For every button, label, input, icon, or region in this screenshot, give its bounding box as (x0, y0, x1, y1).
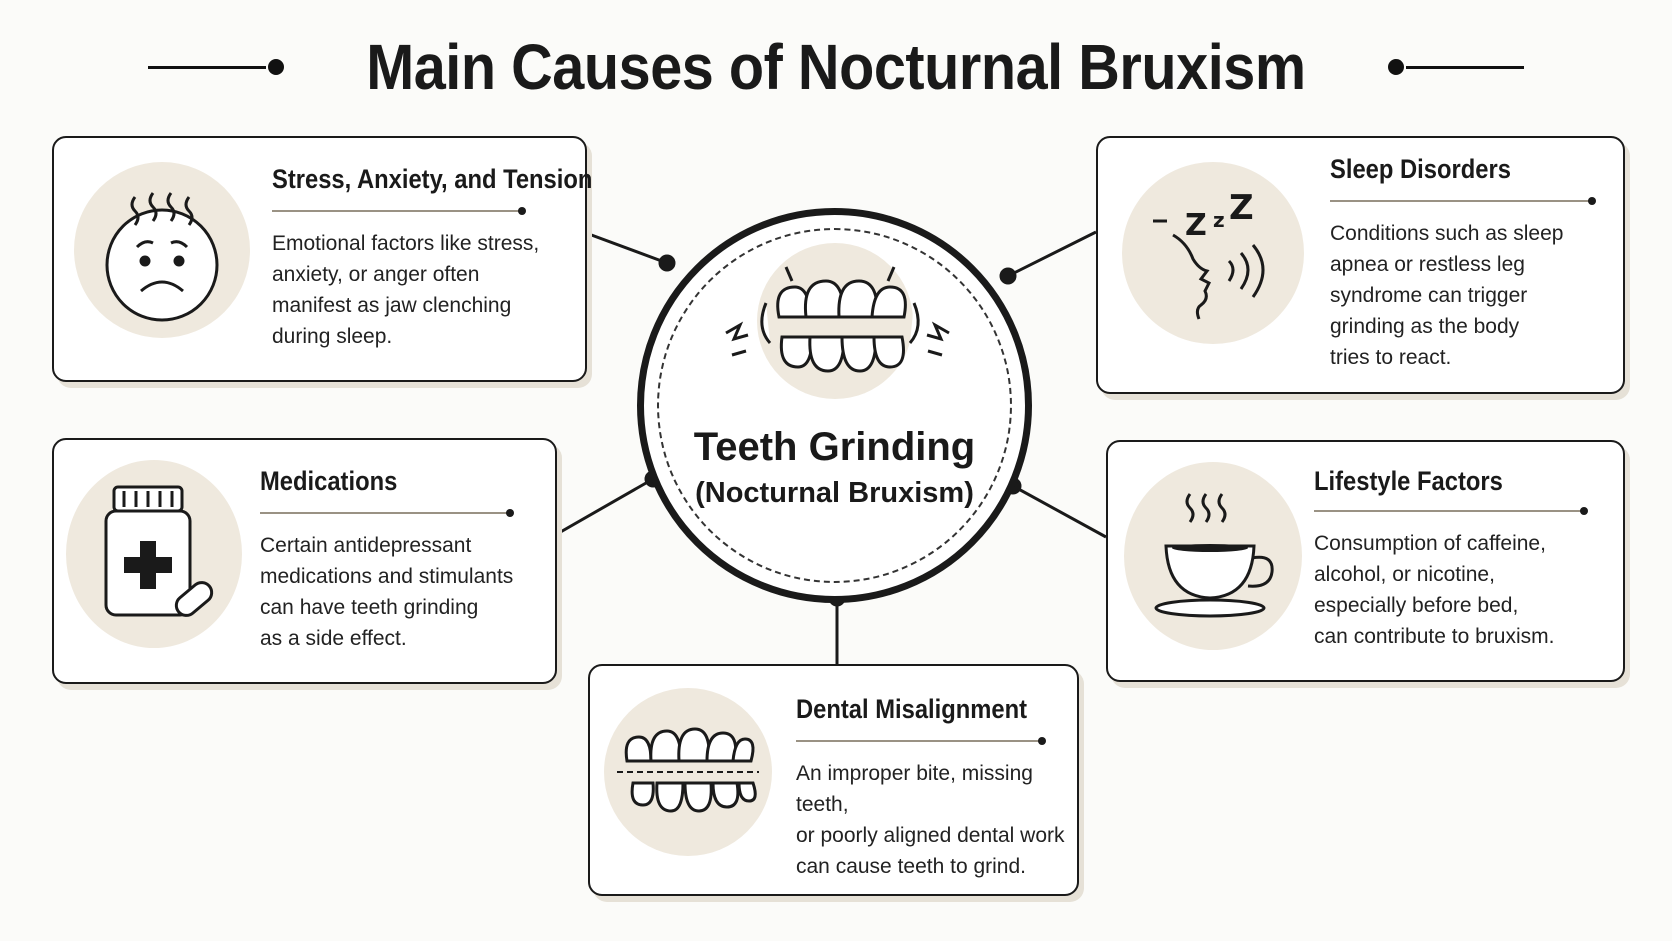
card-desc-dental: An improper bite, missing teeth, or poor… (796, 762, 1065, 878)
card-rule-sleep (1330, 197, 1596, 205)
cause-card-stress: Stress, Anxiety, and Tension Emotional f… (52, 136, 592, 382)
card-rule-dental (796, 737, 1046, 745)
connector-sleep (1007, 230, 1097, 278)
card-rule-lifestyle (1314, 507, 1588, 515)
misaligned-teeth-icon (617, 727, 759, 813)
card-title-sleep: Sleep Disorders (1330, 154, 1511, 184)
title-rule-left (148, 59, 285, 75)
cause-card-meds: Medications Certain antidepressant medic… (52, 438, 557, 684)
icon-circle-stress (74, 162, 250, 338)
card-title-lifestyle: Lifestyle Factors (1314, 466, 1503, 496)
connector-dot-stress (658, 254, 676, 272)
card-rule-meds (260, 509, 514, 517)
cause-card-dental: Dental Misalignment An improper bite, mi… (588, 664, 1079, 896)
hub-title: Teeth Grinding (693, 425, 976, 469)
card-title-dental: Dental Misalignment (796, 694, 1028, 724)
icon-circle-sleep: Z z Z (1122, 162, 1304, 344)
connector-meds (556, 477, 654, 536)
cause-card-lifestyle: Lifestyle Factors Consumption of caffein… (1106, 440, 1625, 682)
card-rule-stress (272, 207, 526, 215)
icon-circle-lifestyle (1124, 462, 1302, 650)
connector-dot-sleep (999, 267, 1017, 285)
icon-circle-meds (66, 460, 242, 648)
card-desc-sleep: Conditions such as sleep apnea or restle… (1330, 222, 1564, 369)
card-title-meds: Medications (260, 466, 398, 496)
connector-stress (585, 231, 668, 265)
connector-life (1012, 484, 1107, 539)
svg-text:Z: Z (1229, 188, 1254, 228)
coffee-cup-icon (1154, 493, 1274, 618)
center-hub: Teeth Grinding (Nocturnal Bruxism) (637, 208, 1032, 603)
title-rule-right (1387, 59, 1524, 75)
teeth-grinding-icon (725, 266, 950, 373)
hub-icon-circle (757, 243, 913, 399)
icon-circle-dental (604, 688, 772, 856)
cause-card-sleep: Z z Z Sleep Disorders Conditions such as… (1096, 136, 1625, 394)
card-desc-stress: Emotional factors like stress, anxiety, … (272, 232, 540, 348)
svg-text:Z: Z (1185, 208, 1207, 243)
card-desc-meds: Certain antidepressant medications and s… (260, 534, 514, 650)
svg-text:z: z (1213, 208, 1225, 232)
hub-dashed-ring (657, 228, 1012, 583)
card-title-stress: Stress, Anxiety, and Tension (272, 164, 593, 194)
worried-face-icon (105, 192, 219, 322)
hub-subtitle: (Nocturnal Bruxism) (695, 477, 974, 509)
card-desc-lifestyle: Consumption of caffeine, alcohol, or nic… (1314, 532, 1555, 648)
snoring-profile-icon: Z z Z (1153, 188, 1265, 320)
title-bar: Main Causes of Nocturnal Bruxism (0, 22, 1672, 112)
page-title: Main Causes of Nocturnal Bruxism (366, 31, 1306, 103)
pill-bottle-icon (104, 485, 214, 617)
